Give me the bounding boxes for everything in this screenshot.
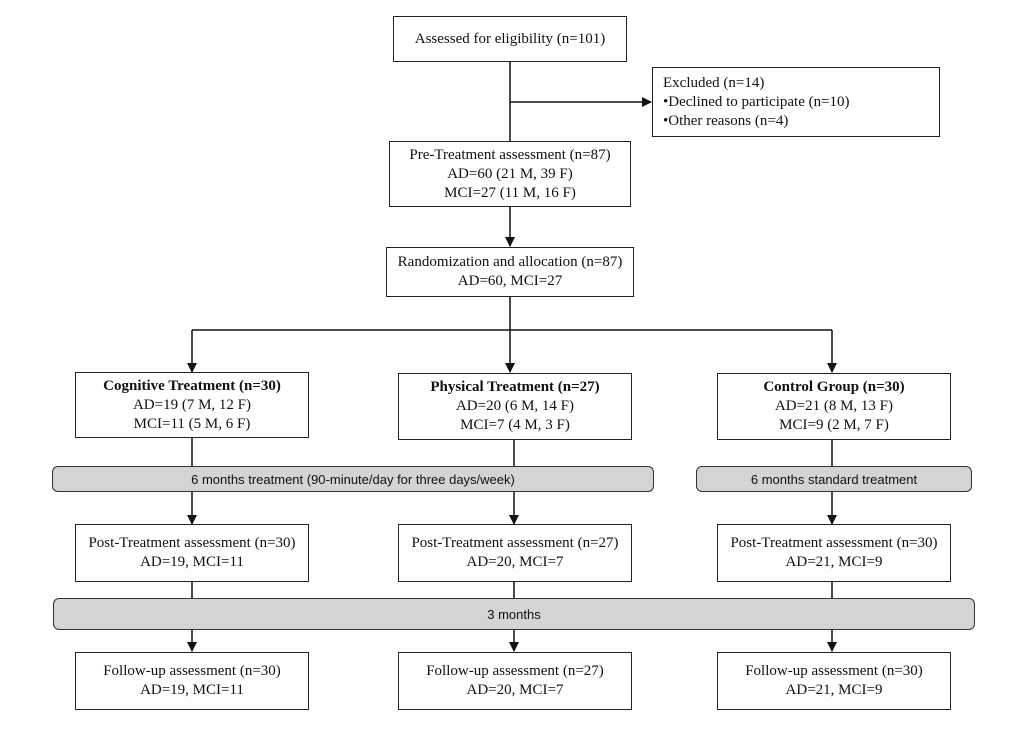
post-title: Post-Treatment assessment (n=30) (88, 535, 296, 551)
pretreatment-ad: AD=60 (21 M, 39 F) (447, 165, 573, 182)
excluded-title: Excluded (n=14) (663, 74, 765, 91)
post-line: AD=19, MCI=11 (140, 554, 244, 570)
randomization-title: Randomization and allocation (n=87) (397, 254, 623, 270)
group-ad: AD=19 (7 M, 12 F) (132, 396, 252, 413)
group-mci: MCI=9 (2 M, 7 F) (779, 417, 889, 433)
post-box-control: Post-Treatment assessment (n=30) AD=21, … (717, 524, 951, 582)
post-line: AD=21, MCI=9 (785, 554, 883, 570)
eligibility-text: Assessed for eligibility (n=101) (414, 30, 606, 47)
followup-title: Follow-up assessment (n=30) (745, 663, 923, 679)
followup-gap-label: 3 months (487, 606, 541, 622)
treatment-duration-bar: 6 months treatment (90-minute/day for th… (52, 466, 654, 492)
post-title: Post-Treatment assessment (n=27) (411, 535, 619, 551)
followup-gap-bar: 3 months (53, 598, 975, 630)
eligibility-box: Assessed for eligibility (n=101) (393, 16, 627, 62)
post-title: Post-Treatment assessment (n=30) (730, 535, 938, 551)
followup-title: Follow-up assessment (n=30) (103, 663, 281, 679)
group-title: Control Group (n=30) (763, 379, 905, 395)
post-box-cognitive: Post-Treatment assessment (n=30) AD=19, … (75, 524, 309, 582)
followup-line: AD=20, MCI=7 (466, 682, 564, 698)
post-box-physical: Post-Treatment assessment (n=27) AD=20, … (398, 524, 632, 582)
group-mci: MCI=11 (5 M, 6 F) (133, 415, 251, 432)
group-box-cognitive: Cognitive Treatment (n=30) AD=19 (7 M, 1… (75, 372, 309, 438)
pretreatment-title: Pre-Treatment assessment (n=87) (409, 146, 611, 163)
group-title: Cognitive Treatment (n=30) (103, 377, 281, 394)
followup-line: AD=21, MCI=9 (785, 682, 883, 698)
followup-box-control: Follow-up assessment (n=30) AD=21, MCI=9 (717, 652, 951, 710)
followup-line: AD=19, MCI=11 (140, 682, 244, 698)
standard-treatment-label: 6 months standard treatment (750, 471, 918, 487)
standard-treatment-bar: 6 months standard treatment (696, 466, 972, 492)
randomization-box: Randomization and allocation (n=87) AD=6… (386, 247, 634, 297)
group-mci: MCI=7 (4 M, 3 F) (460, 417, 570, 433)
excluded-box: Excluded (n=14) •Declined to participate… (652, 67, 940, 137)
pretreatment-mci: MCI=27 (11 M, 16 F) (444, 184, 576, 201)
followup-title: Follow-up assessment (n=27) (426, 663, 604, 679)
group-box-physical: Physical Treatment (n=27) AD=20 (6 M, 14… (398, 373, 632, 440)
group-title: Physical Treatment (n=27) (430, 379, 600, 395)
excluded-item: •Other reasons (n=4) (663, 112, 789, 129)
excluded-item: •Declined to participate (n=10) (663, 93, 850, 110)
followup-box-physical: Follow-up assessment (n=27) AD=20, MCI=7 (398, 652, 632, 710)
post-line: AD=20, MCI=7 (466, 554, 564, 570)
pretreatment-box: Pre-Treatment assessment (n=87) AD=60 (2… (389, 141, 631, 207)
followup-box-cognitive: Follow-up assessment (n=30) AD=19, MCI=1… (75, 652, 309, 710)
group-ad: AD=20 (6 M, 14 F) (455, 398, 575, 414)
group-ad: AD=21 (8 M, 13 F) (774, 398, 894, 414)
group-box-control: Control Group (n=30) AD=21 (8 M, 13 F) M… (717, 373, 951, 440)
randomization-line: AD=60, MCI=27 (457, 273, 563, 289)
treatment-duration-label: 6 months treatment (90-minute/day for th… (191, 471, 515, 487)
